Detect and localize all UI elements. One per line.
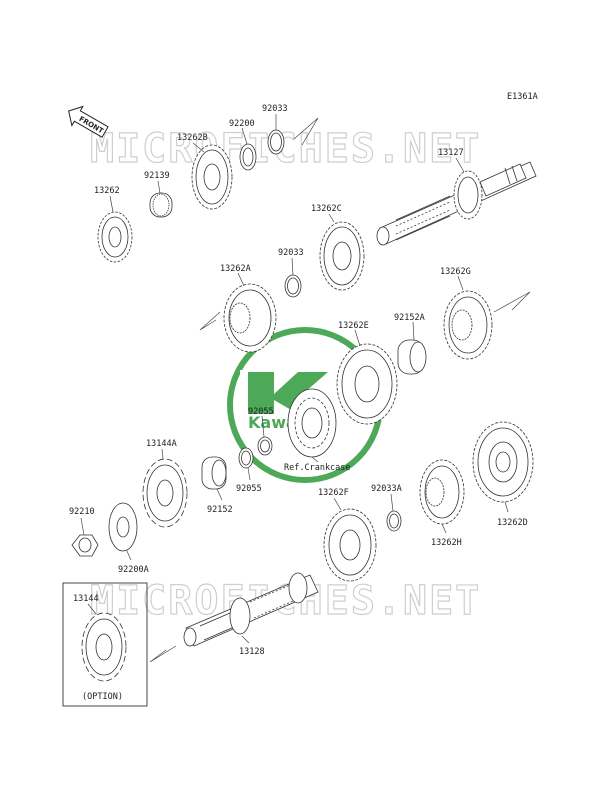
- collar-92152: [201, 456, 227, 490]
- nut-92210: [71, 534, 99, 557]
- label-13128: 13128: [239, 647, 265, 657]
- label-13262D: 13262D: [497, 518, 528, 528]
- label-92139: 92139: [144, 171, 170, 181]
- label-92152A: 92152A: [394, 313, 425, 323]
- watermark-text-top: MICROFICHES.NET: [90, 126, 481, 172]
- option-box: 13144 (OPTION): [62, 582, 148, 707]
- ball-bearing-ref-crankcase: [287, 388, 337, 458]
- label-13262G: 13262G: [440, 267, 471, 277]
- shaft-13127: [376, 161, 537, 246]
- label-13262A: 13262A: [220, 264, 251, 274]
- label-13144: 13144: [73, 594, 99, 604]
- gear-13262F: [323, 508, 377, 582]
- gear-13262A: [223, 283, 277, 353]
- ref-crankcase-note: Ref.Crankcase: [284, 463, 351, 473]
- washer-92200: [239, 143, 257, 171]
- label-13127: 13127: [438, 148, 464, 158]
- bearing-92139: [149, 192, 173, 218]
- label-92055-b: 92055: [236, 484, 262, 494]
- label-92200A: 92200A: [118, 565, 149, 575]
- gear-13262E: [336, 343, 398, 425]
- o-ring-92055-a: [257, 436, 273, 456]
- washer-92200A: [108, 502, 138, 552]
- gear-13262H: [419, 459, 465, 525]
- diagram-code: E1361A: [507, 92, 538, 102]
- shaft-13128: [149, 572, 319, 663]
- gear-13262B: [191, 144, 233, 210]
- axis-line-right: [493, 291, 531, 313]
- label-92033-top: 92033: [262, 104, 288, 114]
- label-13262C: 13262C: [311, 204, 342, 214]
- gear-13262G: [443, 290, 493, 360]
- axis-line-top: [293, 117, 319, 146]
- label-13262: 13262: [94, 186, 120, 196]
- label-92055-a: 92055: [248, 407, 274, 417]
- sprocket-13144: [81, 612, 127, 682]
- label-13262F: 13262F: [318, 488, 349, 498]
- label-13144A: 13144A: [146, 439, 177, 449]
- sprocket-13144A: [142, 458, 188, 528]
- label-92200: 92200: [229, 119, 255, 129]
- label-92210: 92210: [69, 507, 95, 517]
- label-13262B: 13262B: [177, 133, 208, 143]
- option-note: (OPTION): [82, 692, 123, 702]
- axis-line-left: [199, 311, 221, 331]
- label-92152: 92152: [207, 505, 233, 515]
- front-arrow-icon: FRONT: [68, 105, 109, 138]
- collar-92152A: [397, 339, 427, 375]
- gear-13262C: [319, 221, 365, 291]
- label-92033-mid: 92033: [278, 248, 304, 258]
- label-13262H: 13262H: [431, 538, 462, 548]
- label-92033A: 92033A: [371, 484, 402, 494]
- label-13262E: 13262E: [338, 321, 369, 331]
- gear-13262: [97, 211, 133, 263]
- gear-13262D: [472, 421, 534, 503]
